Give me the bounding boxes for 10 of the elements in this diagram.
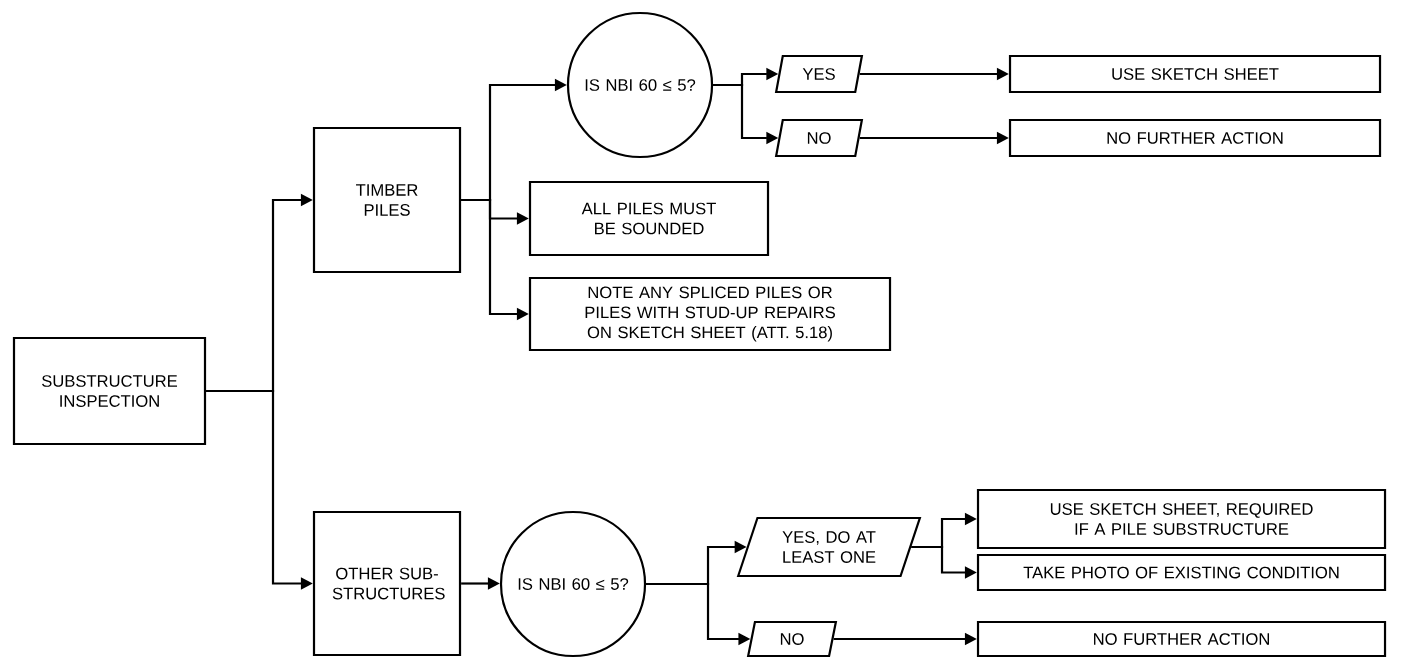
process-box: TAKE PHOTO OF EXISTING CONDITION <box>976 553 1387 592</box>
process-box: NO FURTHER ACTION <box>1008 118 1382 158</box>
process-box: SUBSTRUCTURE INSPECTION <box>12 336 207 446</box>
process-box: USE SKETCH SHEET, REQUIRED IF A PILE SUBSTRUCTURE <box>976 488 1387 550</box>
process-box: NO FURTHER ACTION <box>976 620 1387 658</box>
process-box: NOTE ANY SPLICED PILES OR PILES WITH STUD-UP REPAIRS ON SKETCH SHEET (ATT. 5.18) <box>528 276 892 352</box>
process-box: OTHER SUB-STRUCTURES <box>312 510 462 657</box>
process-box: ALL PILES MUST BE SOUNDED <box>528 180 770 257</box>
process-box: TIMBER PILES <box>312 126 462 274</box>
process-box: USE SKETCH SHEET <box>1008 54 1382 94</box>
